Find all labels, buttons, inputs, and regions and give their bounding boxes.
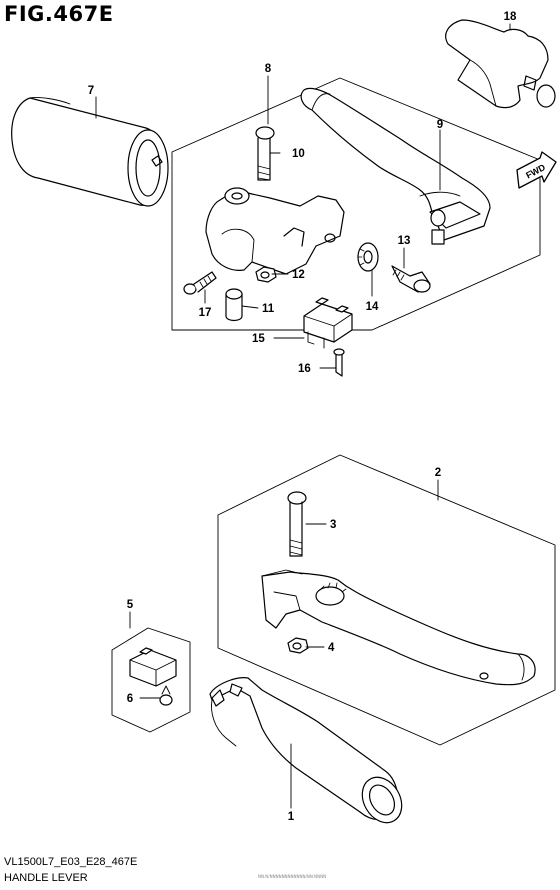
callout-17: 17: [199, 307, 212, 319]
pivot-bolt-10: [255, 126, 275, 181]
screw-17: [183, 271, 217, 295]
adjuster-screw-13: [391, 265, 431, 293]
figure-name: HANDLE LEVER: [4, 872, 88, 884]
model-code: VL1500L7_E03_E28_467E: [4, 856, 138, 868]
nut-12: [255, 266, 277, 283]
nut-4: [287, 637, 309, 654]
callout-1: 1: [288, 811, 295, 823]
callout-12: 12: [292, 269, 305, 281]
callout-16: 16: [298, 363, 311, 375]
pivot-bolt-3: [287, 491, 307, 557]
callout-5: 5: [127, 599, 134, 611]
callout-7: 7: [88, 85, 94, 97]
callout-6: 6: [127, 693, 133, 705]
leader-lines: [95, 23, 511, 809]
bushing-11: [225, 288, 243, 322]
callout-10: 10: [292, 148, 305, 160]
lever-bracket: [205, 187, 345, 275]
screw-6: [159, 685, 173, 706]
assembly-2-outline: [217, 454, 556, 746]
fwd-arrow: [516, 151, 557, 189]
callout-14: 14: [366, 301, 379, 313]
callout-2: 2: [435, 467, 441, 479]
callout-18: 18: [504, 11, 517, 23]
callout-3: 3: [330, 519, 336, 531]
washer-14: [357, 242, 379, 272]
assembly-5-outline: [111, 627, 191, 733]
fine-print: NN.N/NNNNNNNNNNNN/NN:NNNN: [258, 874, 327, 879]
screw-16: [333, 348, 345, 377]
callout-8: 8: [265, 63, 272, 75]
switch-5: [129, 647, 177, 687]
callout-9: 9: [437, 119, 443, 131]
callout-11: 11: [262, 303, 275, 315]
figure-title: FIG.467E: [4, 2, 114, 26]
throttle-grip-1: [209, 677, 403, 824]
callout-4: 4: [328, 642, 335, 654]
callout-13: 13: [398, 235, 411, 247]
switch-15: [303, 297, 353, 349]
grip-7: [11, 97, 169, 207]
assembly-8-outline: [171, 77, 541, 331]
lever-cover-18: [445, 19, 556, 109]
lever-2: [261, 569, 536, 686]
callout-labels: 7 8 9 10 18 12 13 14 17 11 15 16 2 3 4 5…: [88, 11, 517, 823]
callout-15: 15: [252, 333, 265, 345]
lever-9: [300, 87, 491, 245]
